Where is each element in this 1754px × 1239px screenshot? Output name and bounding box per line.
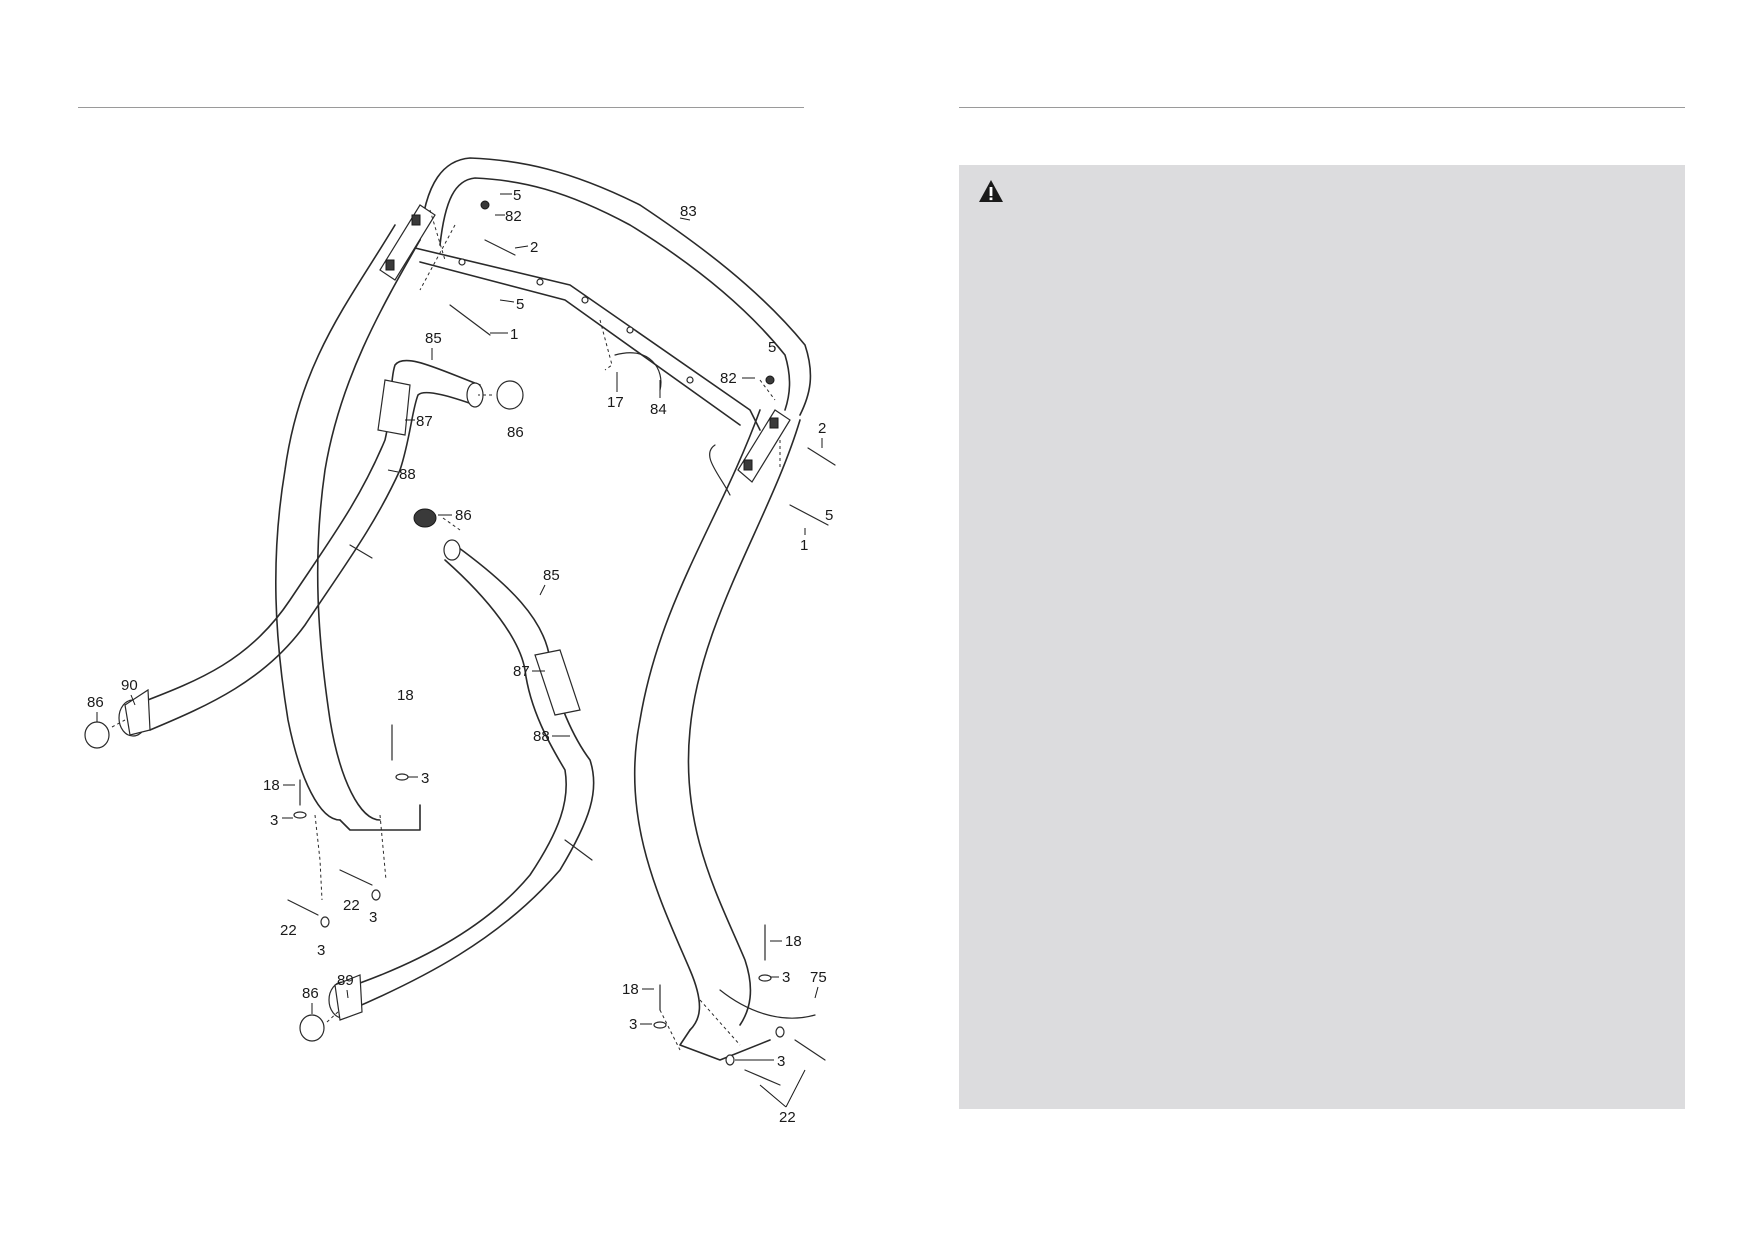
callout-5c: 5 [768, 339, 776, 356]
right-upright-tube [633, 409, 801, 1061]
crossbar [414, 247, 761, 431]
callout-84: 84 [650, 401, 667, 418]
callout-75: 75 [810, 969, 827, 986]
top-handlebar-83 [419, 157, 812, 416]
callout-3e: 3 [782, 969, 790, 986]
callout-2b: 2 [818, 420, 826, 437]
callout-85a: 85 [425, 330, 442, 347]
callout-22c: 22 [779, 1109, 796, 1126]
callout-3g: 3 [777, 1053, 785, 1070]
callout-2a: 2 [530, 239, 538, 256]
callout-22b: 22 [280, 922, 297, 939]
header-rule-left [78, 107, 804, 108]
callout-86a: 86 [507, 424, 524, 441]
callout-88a: 88 [399, 466, 416, 483]
exploded-parts-diagram: 83 5 82 2 5 1 85 86 87 88 17 84 5 82 2 5… [84, 157, 836, 1126]
callout-18a: 18 [397, 687, 414, 704]
callout-5a: 5 [513, 187, 521, 204]
left-upright-tube [274, 224, 421, 831]
callout-5b: 5 [516, 296, 524, 313]
callout-89: 89 [337, 972, 354, 989]
warning-panel [959, 165, 1685, 1109]
callout-3c: 3 [369, 909, 377, 926]
callout-85b: 85 [543, 567, 560, 584]
callout-3d: 3 [317, 942, 325, 959]
callout-87b: 87 [513, 663, 530, 680]
callout-87a: 87 [416, 413, 433, 430]
callout-90: 90 [121, 677, 138, 694]
callout-18d: 18 [622, 981, 639, 998]
callout-3f: 3 [629, 1016, 637, 1033]
callout-86c: 86 [87, 694, 104, 711]
bolt-hardware [287, 200, 836, 1086]
callout-88b: 88 [533, 728, 550, 745]
callout-82a: 82 [505, 208, 522, 225]
wire-harness [349, 352, 816, 1019]
upper-right-bracket [737, 409, 791, 483]
upper-left-bracket [379, 204, 436, 281]
callout-labels: 83 5 82 2 5 1 85 86 87 88 17 84 5 82 2 5… [87, 187, 833, 1126]
callout-1a: 1 [510, 326, 518, 343]
left-handrail [118, 359, 484, 737]
callout-3a: 3 [421, 770, 429, 787]
right-handrail [328, 539, 595, 1021]
callout-22a: 22 [343, 897, 360, 914]
callout-18b: 18 [263, 777, 280, 794]
callout-82b: 82 [720, 370, 737, 387]
callout-1b: 1 [800, 537, 808, 554]
callout-17: 17 [607, 394, 624, 411]
callout-3b: 3 [270, 812, 278, 829]
callout-5d: 5 [825, 507, 833, 524]
callout-86b: 86 [455, 507, 472, 524]
callout-18c: 18 [785, 933, 802, 950]
warning-triangle-icon [979, 180, 1003, 202]
header-rule-right [959, 107, 1685, 108]
end-cap-86 [84, 380, 524, 1042]
callout-83: 83 [680, 203, 697, 220]
callout-86d: 86 [302, 985, 319, 1002]
